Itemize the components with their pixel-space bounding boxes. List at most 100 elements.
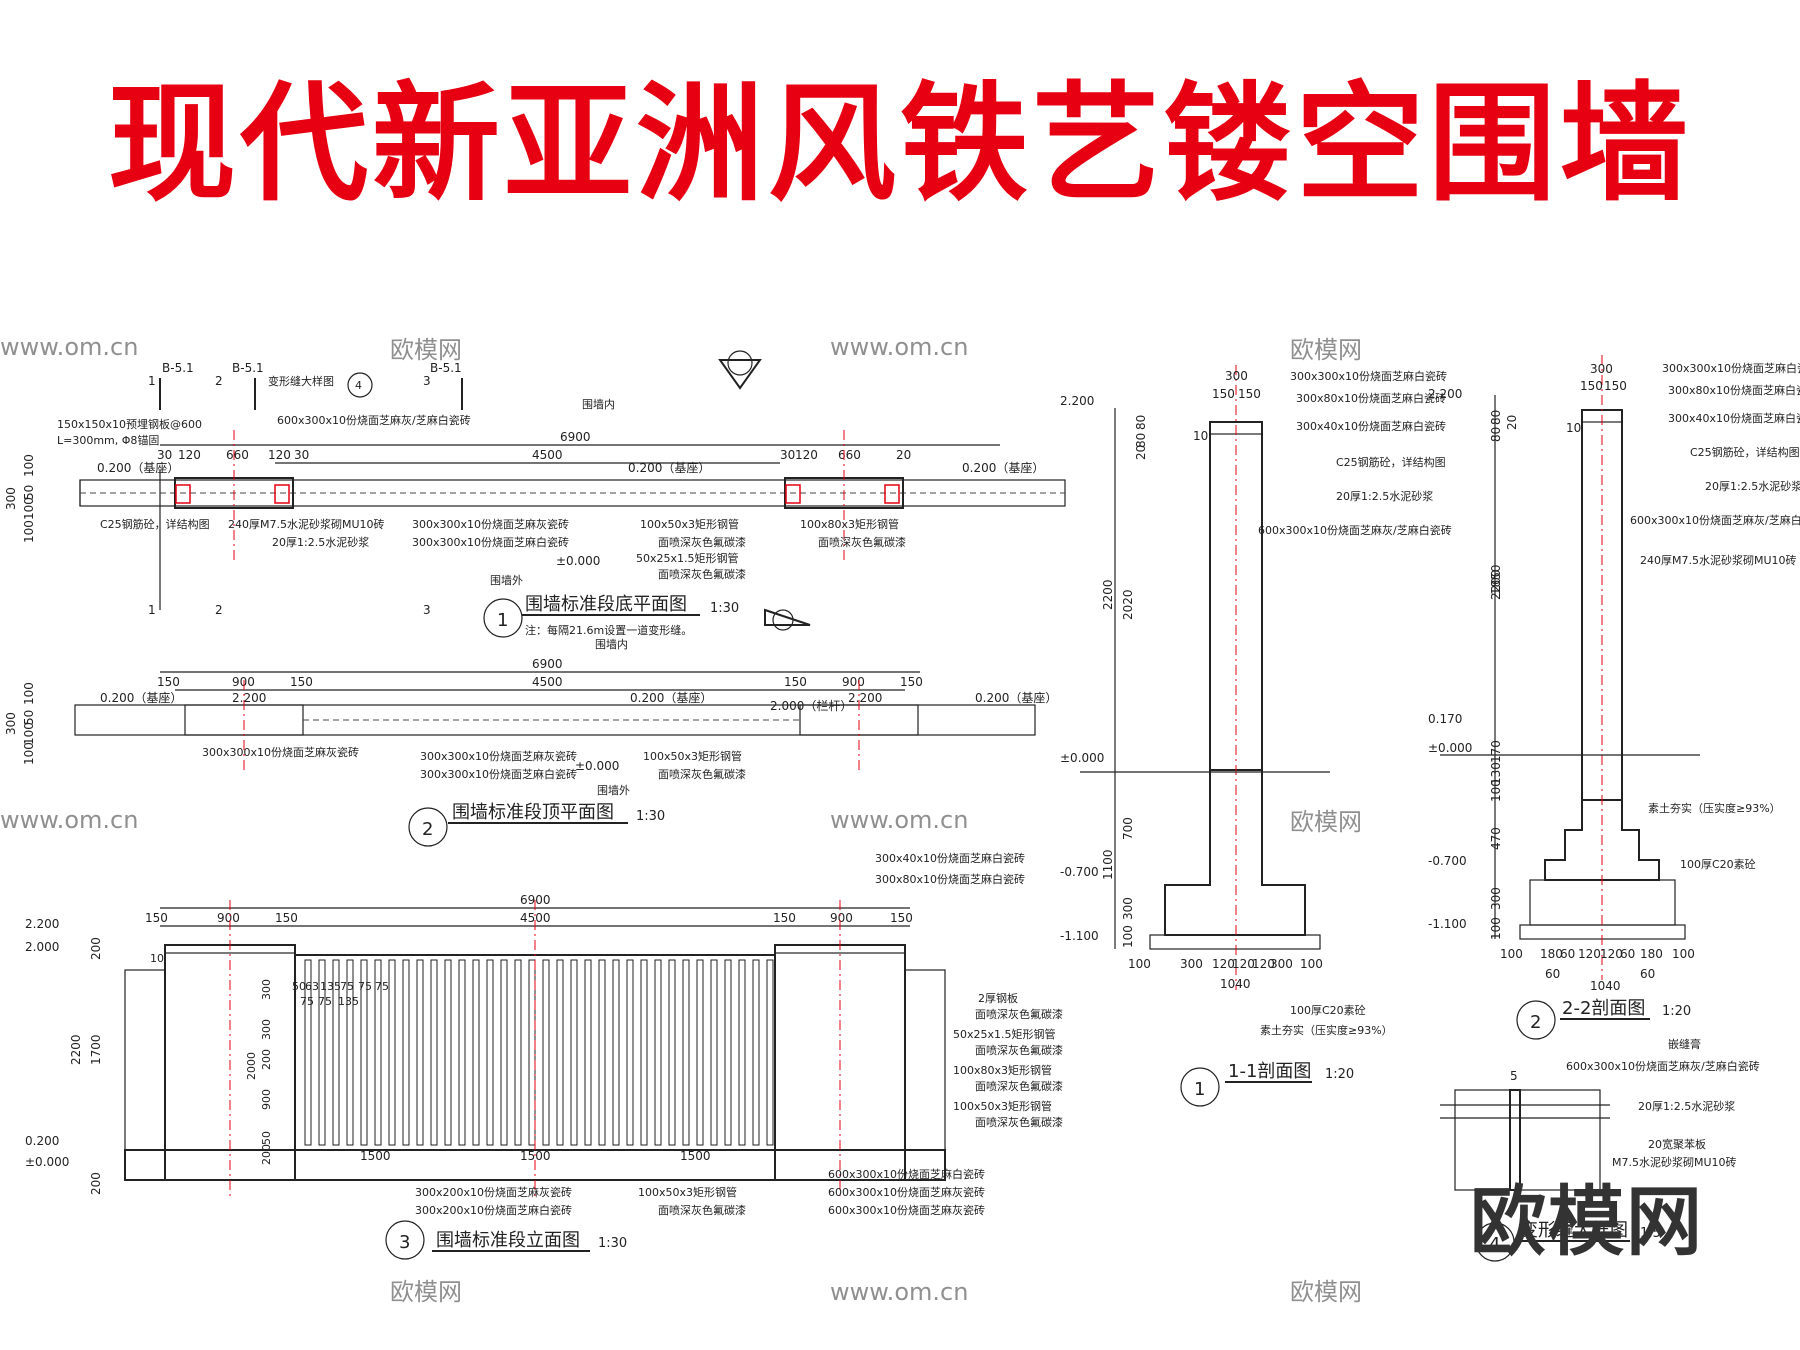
fence-bar — [710, 959, 718, 1146]
dim: 300 — [1180, 957, 1203, 971]
label-inside: 围墙内 — [582, 397, 615, 411]
dim: 120 — [795, 448, 818, 462]
callout: 100x80x3矩形钢管 — [953, 1063, 1052, 1077]
callout: 20厚1:2.5水泥砂浆 — [1705, 479, 1800, 493]
dim: 180 — [1640, 947, 1663, 961]
watermark-logo: 欧模网 — [1290, 1278, 1362, 1306]
fence-bar — [654, 959, 662, 1146]
dim: 60 — [1620, 947, 1635, 961]
view-title: 围墙标准段顶平面图 — [452, 802, 614, 823]
view-number: 2 — [422, 819, 433, 840]
dim: 150 — [900, 675, 923, 689]
dim-left: 100 — [22, 722, 36, 745]
dim-inner: 63 — [305, 980, 319, 993]
dim: 150 — [1604, 379, 1627, 393]
callout-tile-white: 300x300x10份烧面芝麻白瓷砖 — [412, 535, 569, 549]
callout: 300x40x10份烧面芝麻白瓷砖 — [1668, 411, 1800, 425]
callout: 300x200x10份烧面芝麻灰瓷砖 — [415, 1185, 572, 1199]
watermark-logo: 欧模网 — [390, 1278, 462, 1306]
dim: 60 — [1545, 967, 1560, 981]
callout: 300x40x10份烧面芝麻白瓷砖 — [875, 851, 1025, 865]
view-title: 1-1剖面图 — [1228, 1061, 1311, 1082]
callout-anchor: L=300mm, Φ8锚固 — [57, 433, 159, 447]
level-tag: -0.700 — [1060, 865, 1099, 879]
section-1-1-view: 2.200 ±0.000 -0.700 -1.100 300 150 150 8… — [1060, 365, 1452, 1107]
fence-bar — [318, 959, 326, 1146]
fence-bar — [332, 959, 340, 1146]
dim: 100 — [1121, 925, 1135, 948]
dim: 80 — [1134, 415, 1148, 430]
dim-660: 660 — [226, 448, 249, 462]
callout: 素土夯实（压实度≥93%） — [1648, 801, 1781, 815]
callout: 600x300x10份烧面芝麻灰/芝麻白瓷砖 — [1566, 1059, 1760, 1073]
level-tag: ±0.000 — [25, 1155, 69, 1169]
fence-bar — [612, 959, 620, 1146]
callout-tile: 300x300x10份烧面芝麻灰瓷砖 — [202, 745, 359, 759]
dim-inner: 10 — [150, 952, 164, 965]
fence-bar — [724, 959, 732, 1146]
callout: 100厚C20素砼 — [1290, 1004, 1366, 1017]
dim-left: 100 — [22, 520, 36, 543]
fence-bar — [402, 959, 410, 1146]
callout: 20厚1:2.5水泥砂浆 — [1638, 1099, 1735, 1113]
callout: 100x50x3矩形钢管 — [638, 1185, 737, 1199]
view-scale: 1:20 — [1662, 1004, 1691, 1019]
dim-left: 2200 — [69, 1034, 83, 1065]
dim-900: 900 — [232, 675, 255, 689]
fence-bar — [486, 959, 494, 1146]
view-scale: 1:20 — [1325, 1067, 1354, 1082]
level-tag: 0.200（基座） — [975, 690, 1057, 705]
watermark-logo: 欧模网 — [1290, 336, 1362, 364]
view-title: 围墙标准段立面图 — [436, 1230, 580, 1251]
drawing-title: 现代新亚洲风铁艺镂空围墙 — [107, 70, 1692, 219]
dim-inner: 75 — [340, 980, 354, 993]
dim: 470 — [1489, 827, 1503, 850]
fence-bars — [304, 959, 774, 1146]
dim-4500: 4500 — [532, 675, 563, 689]
dim-1500: 1500 — [680, 1149, 711, 1163]
callout-steel: 100x50x3矩形钢管 — [643, 749, 742, 763]
callout: 300x80x10份烧面芝麻白瓷砖 — [1296, 391, 1446, 405]
fence-bar — [458, 959, 466, 1146]
view-bubble — [1180, 1067, 1220, 1107]
fence-bar — [514, 959, 522, 1146]
dim: 150 — [784, 675, 807, 689]
dim-6900: 6900 — [532, 657, 563, 671]
dim-inner: 135 — [338, 995, 359, 1008]
bottom-plan-view: 1 2 3 B-5.1 B-5.1 B-5.1 变形缝大样图 4 围墙内 150… — [4, 350, 1066, 651]
dim: 1850 — [1489, 564, 1503, 595]
view-bubble — [1475, 1222, 1515, 1262]
watermark-url: www.om.cn — [0, 806, 138, 834]
callout: 50x25x1.5矩形钢管 — [953, 1027, 1056, 1041]
dim-inner: 75 — [300, 995, 314, 1008]
brand-logo: 欧模网 — [1470, 1177, 1704, 1266]
dim: 60 — [1640, 967, 1655, 981]
callout: 300x200x10份烧面芝麻白瓷砖 — [415, 1203, 572, 1217]
section-mark-3: 3 — [423, 374, 431, 388]
section-footing — [1164, 769, 1306, 936]
callout: 300x80x10份烧面芝麻白瓷砖 — [1668, 383, 1800, 397]
callout: 素土夯实（压实度≥93%） — [1260, 1023, 1393, 1037]
level-zero: ±0.000 — [556, 554, 600, 568]
dim: 300 — [1270, 957, 1293, 971]
label-outside: 围墙外 — [490, 573, 523, 587]
dim-inner: 2000 — [245, 1052, 258, 1080]
fence-bar — [388, 959, 396, 1146]
fence-bar — [696, 959, 704, 1146]
watermark-url: www.om.cn — [0, 333, 138, 361]
dim-left: 300 — [4, 712, 18, 735]
callout: 300x300x10份烧面芝麻白瓷砖 — [1662, 361, 1800, 375]
callout-paint: 面喷深灰色氟碳漆 — [658, 567, 746, 581]
level-tag: 2.200 — [848, 691, 882, 705]
dim: 120 — [1252, 957, 1275, 971]
dim: 2020 — [1121, 589, 1135, 620]
level-tag: 0.200（基座） — [962, 460, 1044, 475]
view-bubble — [1516, 1000, 1556, 1040]
watermark-layer: www.om.cn 欧模网 www.om.cn 欧模网 www.om.cn ww… — [0, 333, 1362, 1306]
top-wall-strip — [74, 704, 1036, 736]
section-2-2-view: 2.200 0.170 ±0.000 -0.700 -1.100 300 150… — [1428, 355, 1800, 1040]
callout: 100x50x3矩形钢管 — [953, 1099, 1052, 1113]
dim: 100 — [1489, 779, 1503, 802]
dim-left: 50 — [22, 485, 36, 500]
dim: 1100 — [1101, 849, 1115, 880]
